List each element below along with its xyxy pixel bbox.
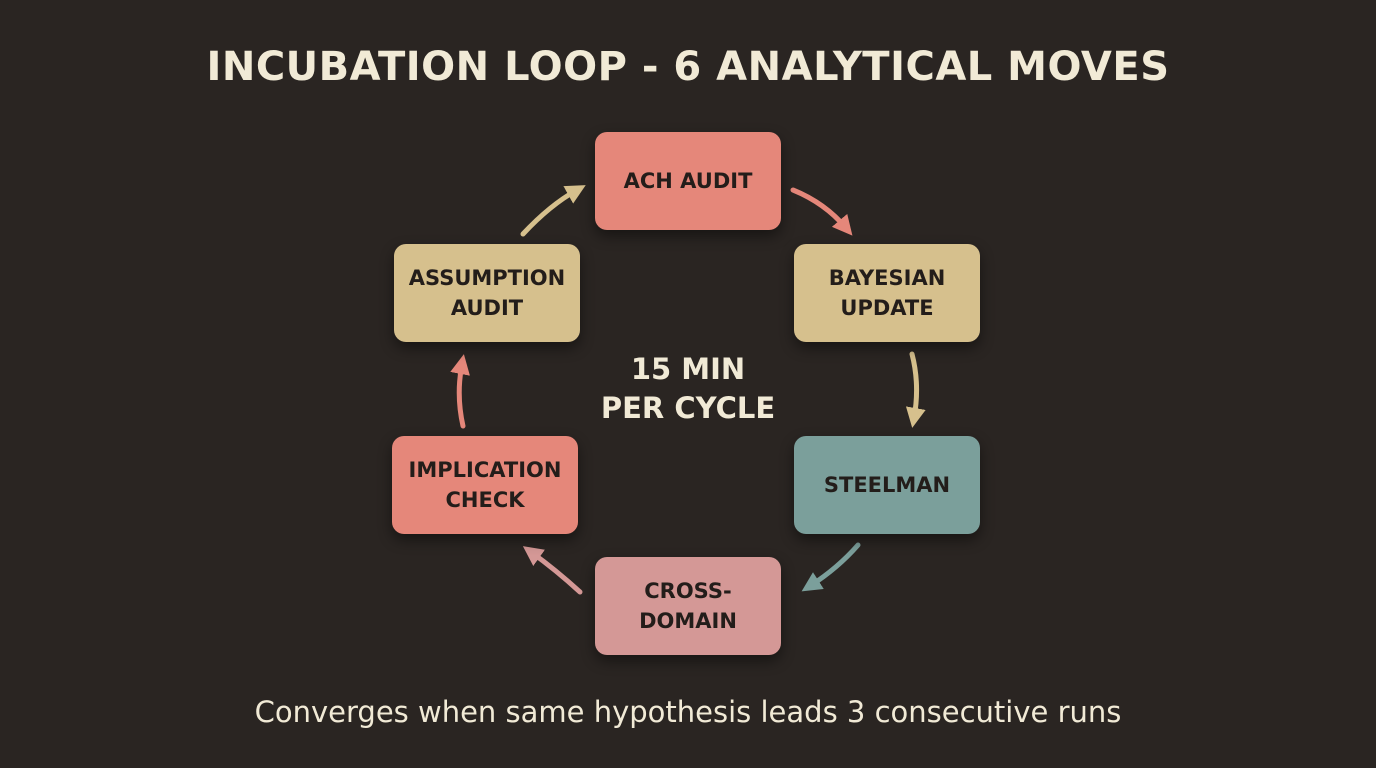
arrow-assumption-to-ach (520, 185, 586, 237)
node-label: IMPLICATION CHECK (408, 458, 562, 512)
node-cross-domain: CROSS- DOMAIN (595, 557, 781, 655)
arrow-cross-domain-to-implication (522, 546, 583, 595)
arrow-implication-to-assumption (450, 354, 470, 429)
diagram-title: INCUBATION LOOP - 6 ANALYTICAL MOVES (206, 44, 1170, 90)
cycle-duration-label: 15 MIN PER CYCLE (600, 352, 776, 425)
node-assumption-audit: ASSUMPTION AUDIT (394, 244, 580, 342)
arrow-bayesian-to-steelman (905, 351, 926, 428)
node-label: ASSUMPTION AUDIT (408, 266, 566, 320)
node-label: STEELMAN (823, 473, 951, 497)
node-label: ACH AUDIT (623, 169, 753, 193)
convergence-note: Converges when same hypothesis leads 3 c… (254, 695, 1122, 729)
arrow-ach-to-bayesian (790, 187, 853, 236)
node-implication-check: IMPLICATION CHECK (392, 436, 578, 534)
node-label: BAYESIAN UPDATE (828, 266, 946, 320)
node-bayesian-update: BAYESIAN UPDATE (794, 244, 980, 342)
arrow-steelman-to-cross-domain (801, 542, 861, 592)
node-label: CROSS- DOMAIN (639, 579, 737, 633)
node-steelman: STEELMAN (794, 436, 980, 534)
node-ach-audit: ACH AUDIT (595, 132, 781, 230)
